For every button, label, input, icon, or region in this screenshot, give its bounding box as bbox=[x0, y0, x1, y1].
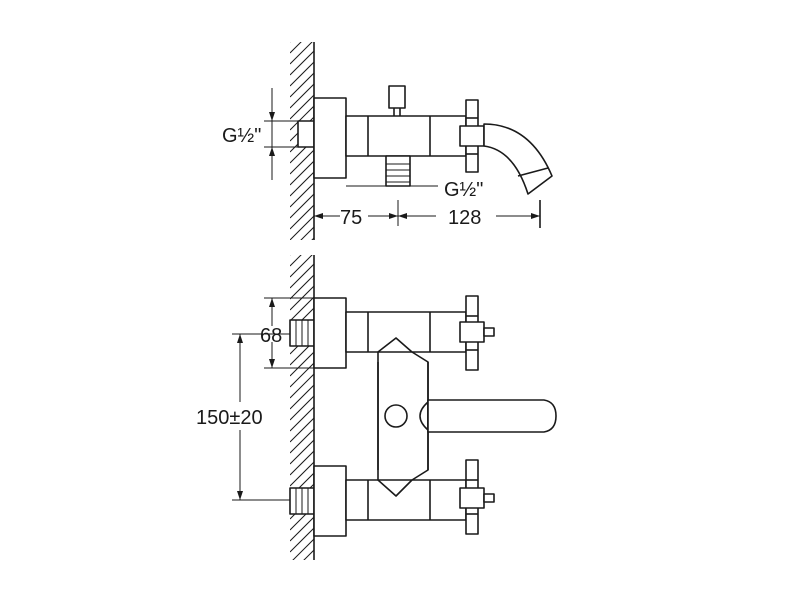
hatch-line bbox=[290, 204, 314, 230]
spout bbox=[483, 123, 553, 195]
hatch-line bbox=[290, 527, 314, 553]
hatch-line bbox=[290, 149, 314, 175]
dim-thread-top: G½" bbox=[222, 88, 298, 180]
hatch-line bbox=[290, 171, 314, 197]
hatch-line bbox=[290, 50, 314, 76]
hatch-line bbox=[290, 83, 314, 109]
hatch-line bbox=[290, 439, 314, 465]
upper-flange bbox=[313, 297, 347, 369]
wall-bottom bbox=[290, 255, 315, 585]
lower-handle bbox=[459, 459, 495, 535]
hatch-line bbox=[290, 263, 314, 289]
dim-length-top: 75 128 bbox=[313, 200, 540, 229]
hatch-line bbox=[290, 42, 313, 65]
hatch-line bbox=[290, 72, 314, 98]
diverter-knob bbox=[388, 85, 406, 109]
hatch-line bbox=[290, 461, 314, 487]
thread-label-outlet: G½" bbox=[444, 179, 483, 201]
hatch-line bbox=[290, 255, 291, 256]
hatch-line bbox=[290, 450, 314, 476]
hatch-line bbox=[290, 296, 314, 322]
outlet-fitting bbox=[385, 155, 411, 187]
upper-handle bbox=[459, 295, 495, 371]
hatch-line bbox=[290, 42, 302, 54]
hatch-line bbox=[290, 105, 314, 131]
hatch-line bbox=[290, 351, 314, 377]
hatch-line bbox=[300, 226, 314, 240]
hatch-line bbox=[290, 406, 314, 432]
inlet-fitting bbox=[297, 120, 315, 148]
inlet-height-label: 68 bbox=[260, 325, 282, 347]
hatch-line bbox=[290, 395, 314, 421]
lower-flange bbox=[313, 465, 347, 537]
dim-thread-outlet: G½" bbox=[346, 179, 483, 201]
hatch-line bbox=[290, 42, 291, 43]
hatch-line bbox=[290, 561, 314, 585]
front-view: 68 150±20 bbox=[196, 255, 557, 585]
spout-front bbox=[427, 399, 557, 433]
hatch-line bbox=[290, 428, 314, 454]
depth-label: 75 bbox=[340, 207, 362, 229]
valve-body bbox=[345, 115, 467, 157]
hatch-line bbox=[290, 215, 314, 240]
thread-label-top: G½" bbox=[222, 125, 261, 147]
spout-length-label: 128 bbox=[448, 207, 481, 229]
hatch-line bbox=[290, 255, 302, 267]
spout-pivot bbox=[384, 404, 408, 428]
hatch-line bbox=[303, 549, 314, 560]
hatch-line bbox=[290, 384, 314, 410]
hatch-line bbox=[311, 237, 314, 240]
hatch-line bbox=[290, 274, 314, 300]
hatch-line bbox=[290, 193, 314, 219]
hatch-line bbox=[290, 182, 314, 208]
dim-center-distance: 150±20 bbox=[196, 333, 290, 501]
hatch-line bbox=[290, 373, 314, 399]
dim-inlet-height: 68 bbox=[260, 297, 314, 369]
hatch-line bbox=[290, 61, 314, 87]
hatch-line bbox=[290, 94, 314, 120]
hatch-line bbox=[290, 255, 313, 278]
top-view: G½" G½" 75 128 bbox=[222, 42, 553, 240]
hatch-line bbox=[290, 417, 314, 443]
hatch-line bbox=[290, 160, 314, 186]
hatch-line bbox=[290, 516, 314, 542]
wall-flange bbox=[313, 97, 347, 179]
center-distance-label: 150±20 bbox=[196, 407, 263, 429]
hatch-line bbox=[292, 538, 314, 560]
hatch-line bbox=[290, 362, 314, 388]
